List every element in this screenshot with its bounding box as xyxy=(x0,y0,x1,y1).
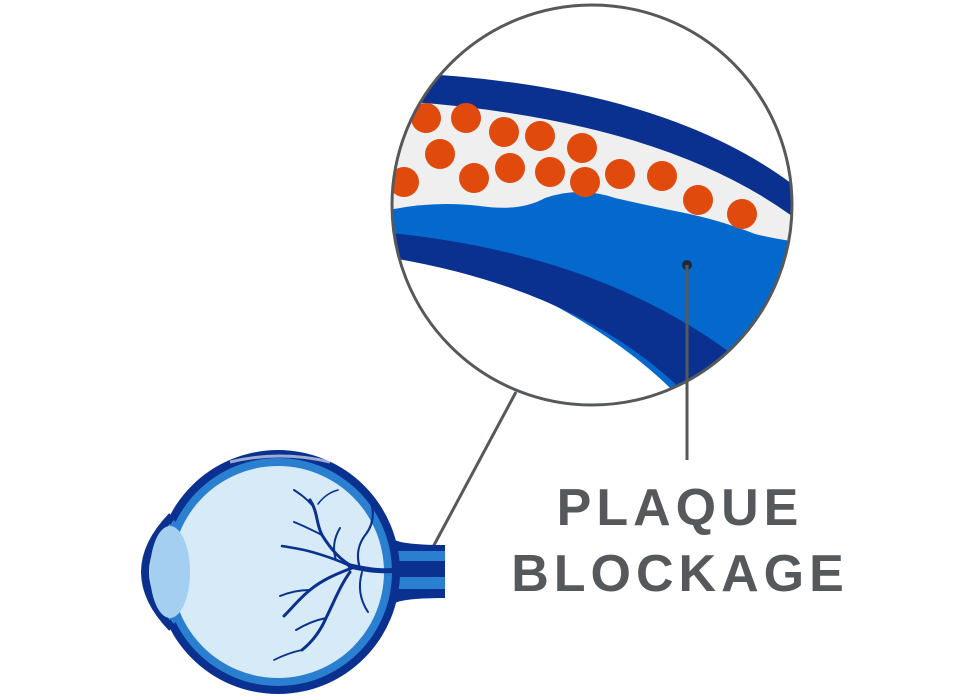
magnifier-outline xyxy=(390,3,794,407)
plaque-label-line1: PLAQUE xyxy=(556,479,804,537)
zoom-connector-line xyxy=(416,391,518,576)
retinal-vessels xyxy=(273,489,403,661)
lens-shape xyxy=(150,526,190,618)
blood-cells xyxy=(392,103,757,229)
plaque-leader xyxy=(682,260,692,460)
eyeball-icon xyxy=(141,450,445,694)
magnifier-circle xyxy=(390,3,794,407)
plaque-label-line2: BLOCKAGE xyxy=(511,545,849,603)
vessel-lower-wall xyxy=(392,232,760,405)
